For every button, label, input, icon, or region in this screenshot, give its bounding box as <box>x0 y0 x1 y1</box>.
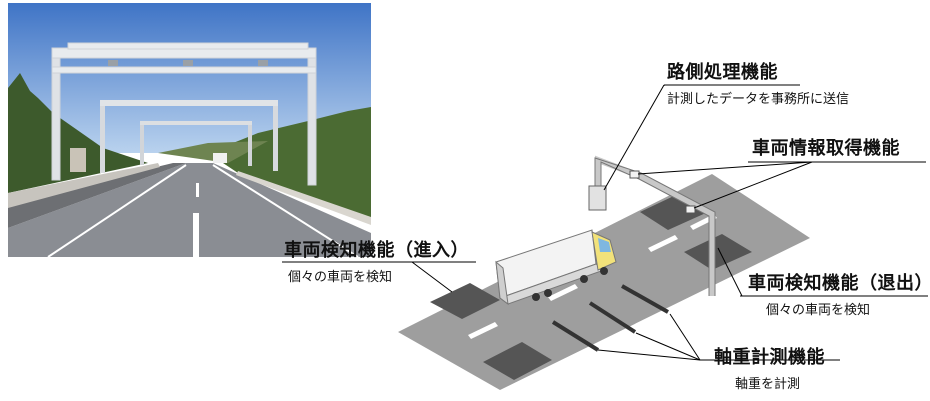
detection-loop-exit-2 <box>684 234 752 270</box>
roadside-title: 路側処理機能 <box>667 62 778 83</box>
axle-weigh-sensors <box>551 284 669 352</box>
roadside-desc: 計測したデータを事務所に送信 <box>667 92 850 107</box>
photo-guardrail <box>236 171 371 225</box>
detect-exit-desc: 個々の車両を検知 <box>766 303 871 318</box>
photo-camera <box>258 60 268 66</box>
photo-lane-dash <box>196 183 199 197</box>
road-surface <box>398 174 810 390</box>
detection-loop-entry-2 <box>483 342 552 380</box>
axle-weigh-title: 軸重計測機能 <box>714 347 825 368</box>
detect-entry-title: 車両検知機能（進入） <box>284 240 469 261</box>
photo-hill <box>158 141 268 163</box>
vehicle-info-title: 車両情報取得機能 <box>752 138 900 159</box>
photo-lane-edge-right <box>212 164 359 257</box>
weigh-station-photo <box>8 3 371 257</box>
photo-camera <box>108 60 118 66</box>
photo-barrier <box>8 163 160 208</box>
detection-loop-entry <box>430 283 500 319</box>
title-underlines <box>282 84 928 361</box>
photo-lane-edge-left <box>47 164 187 257</box>
leader-lines <box>411 84 813 361</box>
photo-gantry-far <box>140 121 252 166</box>
photo-gantry-mid <box>100 100 278 173</box>
photo-shoulder <box>8 163 186 228</box>
photo-trees-right <box>208 107 371 218</box>
roadside-processor-box <box>588 185 607 211</box>
roadside-gantry-outline <box>594 157 716 296</box>
vehicle-camera <box>685 205 696 214</box>
detect-entry-desc: 個々の車両を検知 <box>288 270 393 285</box>
photo-road <box>8 163 371 257</box>
axle-weigh-desc: 軸重を計測 <box>735 377 801 392</box>
photo-roadside-cabinet <box>70 148 86 172</box>
detect-exit-title: 車両検知機能（退出） <box>748 273 930 294</box>
photo-distant-truck <box>213 153 227 163</box>
roadside-gantry <box>595 155 715 296</box>
photo-lane-dash <box>193 213 199 257</box>
photo-trees-left <box>8 73 148 193</box>
vehicle-camera <box>629 170 640 179</box>
photo-gantry-near <box>51 42 317 186</box>
truck <box>495 229 617 306</box>
photo-camera <box>183 60 193 66</box>
